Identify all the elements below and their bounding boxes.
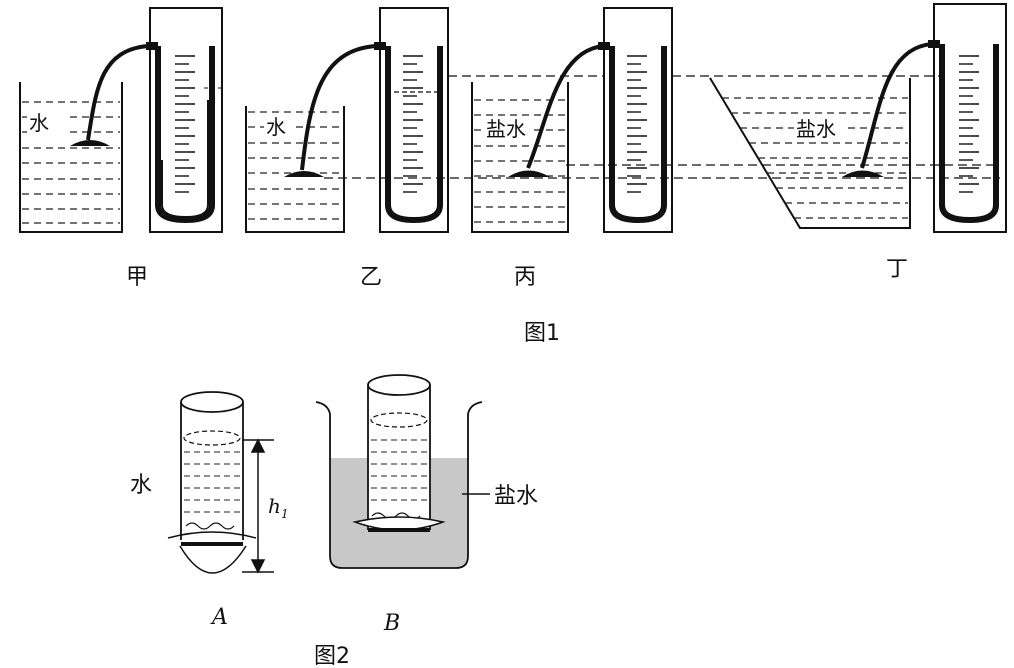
beaker-b: 盐水 B xyxy=(315,374,538,636)
manometer-jia xyxy=(146,7,223,233)
container-yi: 水 xyxy=(245,106,345,233)
manometer-yi xyxy=(374,7,449,233)
setup-label-jia: 甲 xyxy=(126,265,148,290)
probe-jia xyxy=(70,44,149,146)
figure-1-caption: 图1 xyxy=(524,321,560,346)
liquid-label-ding: 盐水 xyxy=(796,117,836,141)
reference-lines xyxy=(324,75,1000,179)
liquid-label-jia: 水 xyxy=(29,111,49,135)
figure-1: 水 xyxy=(19,3,1007,346)
manometer-ding xyxy=(928,3,1007,233)
tube-a: h 1 水 A xyxy=(130,391,289,630)
container-jia: 水 xyxy=(19,82,123,233)
liquid-label-bing: 盐水 xyxy=(486,117,526,141)
figure-2-caption: 图2 xyxy=(314,644,350,668)
probe-yi xyxy=(284,44,377,177)
setup-label-yi: 乙 xyxy=(360,265,382,290)
liquid-label-tube-a: 水 xyxy=(130,473,152,498)
tube-a-label: A xyxy=(210,605,228,630)
probe-ding xyxy=(842,42,933,177)
container-bing: 盐水 xyxy=(471,82,569,233)
setup-label-ding: 丁 xyxy=(886,257,908,282)
probe-bing xyxy=(508,44,605,177)
setup-yi: 水 xyxy=(245,7,449,290)
manometer-bing xyxy=(598,7,673,233)
height-arrow-h1 xyxy=(242,438,274,574)
height-label-h: h xyxy=(268,494,281,518)
container-ding: 盐水 xyxy=(709,77,911,229)
beaker-b-label: B xyxy=(383,611,400,636)
height-label-subscript: 1 xyxy=(281,507,289,521)
setup-bing: 盐水 xyxy=(471,7,673,290)
setup-label-bing: 丙 xyxy=(514,265,536,290)
liquid-label-yi: 水 xyxy=(266,115,286,139)
liquid-label-beaker-b: 盐水 xyxy=(494,484,538,509)
setup-jia: 水 xyxy=(19,7,223,290)
figure-2: h 1 水 A 盐水 xyxy=(130,374,538,668)
setup-ding: 盐水 xyxy=(709,3,1007,282)
